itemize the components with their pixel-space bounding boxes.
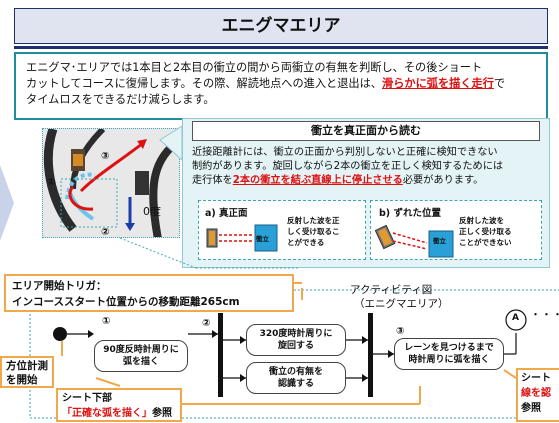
sheet-ref-line-1: シート下部 — [62, 393, 112, 404]
activity-node-rotate-cw: 320度時計周りに旋回する — [246, 324, 346, 356]
sub-a-title: a) 真正面 — [205, 208, 248, 219]
course-photo-drawing — [43, 129, 179, 237]
activity-node-detect-screen: 衝立の有無を認識する — [246, 362, 346, 394]
sub-a-desc-1: 反射した波を正 — [287, 216, 340, 225]
sub-panel-front: a) 真正面 衝立 反射した波を正 しく受け取るこ とができる — [198, 200, 366, 260]
sub-a-desc-3: とができる — [287, 238, 325, 247]
title-bar — [14, 8, 548, 44]
connector-a: A — [512, 313, 519, 323]
step-marker-2: ② — [202, 318, 211, 329]
sub-a-desc-2: しく受け取るこ — [287, 227, 340, 236]
angle-label: 0度 — [143, 205, 161, 218]
sheet-reference-box-2: シート 線を認 参照 — [516, 368, 559, 422]
sub-b-desc-3: ことができない — [459, 238, 512, 247]
sub-panel-offset: b) ずれた位置 衝立 反射した波を 正しく受け取る ことができない — [370, 200, 542, 260]
intro-line-1: エニグマ･エリアでは1本目と2本目の衝立の間から両衝立の有無を判断し、その後ショ… — [26, 61, 483, 74]
sheet-ref-line-2: 「正確な弧を描く」参照 — [62, 406, 176, 421]
trigger-title: エリア開始トリガ： — [12, 280, 107, 292]
sheet-ref-post: 参照 — [152, 408, 172, 419]
node2-line-2: 旋回する — [277, 341, 314, 351]
panel-text-3: 走行体を2本の衝立を結ぶ直線上に停止させる必要があります。 — [192, 174, 542, 188]
node2-line-1: 320度時計周りに — [259, 329, 333, 339]
panel-text-1: 近接距離計には、衝立の正面から判別しないと正確に検知できない — [192, 147, 498, 158]
step-marker-3: ③ — [396, 326, 405, 337]
panel-highlight: 2本の衝立を結ぶ直線上に停止させる — [232, 175, 403, 186]
sub-a-diagram — [206, 224, 278, 252]
screen-label-b: 衝立 — [433, 237, 446, 245]
node4-line-2: 時計周りに弧を描く — [408, 355, 490, 365]
measure-line-2: を開始 — [6, 374, 38, 386]
activity-title: アクティビティ図 — [350, 284, 433, 296]
trigger-box: エリア開始トリガ： インコーススタート位置からの移動距離265cm — [4, 274, 294, 312]
sub-b-title: b) ずれた位置 — [379, 208, 441, 219]
panel-body: 近接距離計には、衝立の正面から判別しないと正確に検知できない 制約があります。旋… — [192, 146, 542, 188]
trigger-desc: インコーススタート位置からの移動距離265cm — [12, 296, 240, 308]
activity-node-find-lane: レーンを見つけるまで時計周りに弧を描く — [394, 338, 504, 370]
course-photo: ③ ① ② 0度 — [42, 128, 180, 238]
activity-node-arc-ccw: 90度反時計周りに弧を描く — [94, 340, 188, 372]
node4-line-1: レーンを見つけるまで — [404, 343, 494, 353]
activity-subtitle: （エニグマエリア） — [354, 298, 449, 310]
sheet2-line-3: 参照 — [521, 403, 541, 414]
sheet2-line-2[interactable]: 線を認 — [521, 388, 551, 399]
sub-b-desc-1: 反射した波を — [459, 216, 504, 225]
intro-line-2-text: カットしてコースに復帰します。その際、解読地点への進入と退出は、 — [26, 77, 382, 90]
node1-line-1: 90度反時計周りに — [103, 345, 179, 355]
sub-a-desc: 反射した波を正 しく受け取るこ とができる — [287, 215, 340, 248]
panel-text-3-post: 必要があります。 — [402, 175, 484, 186]
intro-line-3: タイムロスをできるだけ減らします。 — [26, 93, 215, 106]
measure-line-1: 方位計測 — [6, 360, 48, 372]
sheet-reference-box: シート下部 「正確な弧を描く」参照 — [56, 388, 182, 422]
title-rule — [14, 46, 548, 49]
node3-line-2: 認識する — [277, 379, 314, 389]
sheet-ref-link[interactable]: 「正確な弧を描く」 — [62, 408, 152, 419]
node1-line-2: 弧を描く — [122, 357, 159, 367]
page-title: エニグマエリア — [221, 16, 341, 36]
sub-b-desc-2: 正しく受け取る — [459, 227, 512, 236]
node3-line-1: 衝立の有無を — [268, 367, 323, 377]
sub-b-diagram — [375, 224, 454, 258]
panel-text-2: 制約があります。旋回しながら2本の衝立を正しく検知するためには — [192, 161, 504, 172]
measure-start-box: 方位計測 を開始 — [0, 356, 54, 388]
photo-marker-3: ③ — [101, 151, 110, 162]
step-marker-1: ① — [102, 316, 111, 327]
photo-marker-1: ① — [47, 177, 56, 188]
screen-label-a: 衝立 — [256, 235, 269, 243]
panel-text-3-pre: 走行体を — [192, 175, 233, 186]
intro-highlight: 滑らかに弧を描く走行 — [382, 77, 494, 90]
sheet2-line-1: シート — [521, 373, 551, 384]
left-chevron-arrow — [0, 165, 14, 241]
ellipsis: ・・・ — [530, 308, 559, 321]
panel-title: 衝立を真正面から読む — [192, 121, 540, 141]
photo-marker-2: ② — [101, 227, 110, 238]
sub-b-desc: 反射した波を 正しく受け取る ことができない — [459, 215, 512, 248]
intro-line-2: カットしてコースに復帰します。その際、解読地点への進入と退出は、滑らかに弧を描く… — [26, 76, 536, 92]
intro-line-2-end: で — [493, 77, 506, 90]
